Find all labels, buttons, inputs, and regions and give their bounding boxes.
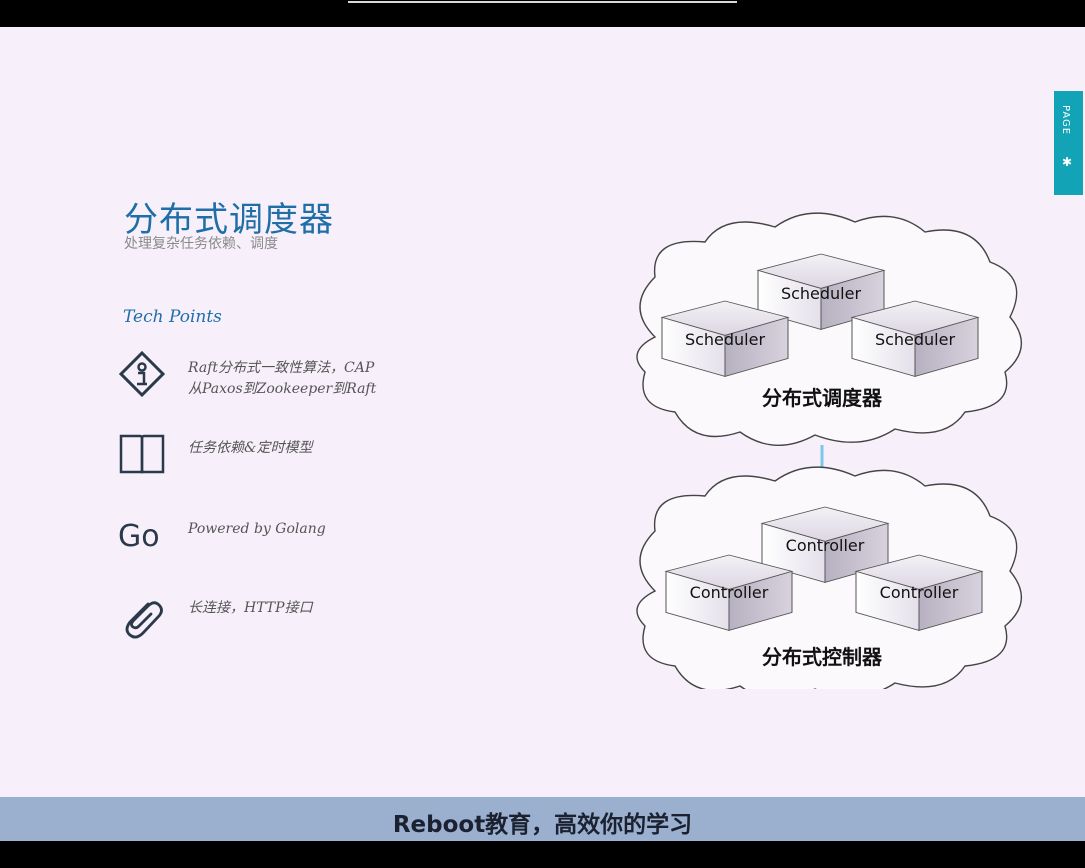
tech-points-heading: Tech Points xyxy=(123,307,222,327)
slide-subtitle: 处理复杂任务依赖、调度 xyxy=(124,236,278,252)
controller-box-label: Controller xyxy=(786,536,865,555)
feature-text-line1: Raft分布式一致性算法，CAP xyxy=(188,360,375,376)
page-tab[interactable]: PAGE ✱ xyxy=(1054,91,1083,195)
scheduler-box-label: Scheduler xyxy=(875,330,956,349)
controller-box-label: Controller xyxy=(880,583,959,602)
progress-line xyxy=(348,1,737,3)
caption-bar: Reboot教育，高效你的学习 xyxy=(0,797,1085,841)
go-logo: Go xyxy=(118,519,160,554)
scheduler-box-label: Scheduler xyxy=(685,330,766,349)
pin-icon: ✱ xyxy=(1062,155,1073,169)
feature-text-line1: Powered by Golang xyxy=(188,521,326,537)
scheduler-cloud-label: 分布式调度器 xyxy=(762,386,883,410)
paperclip-icon xyxy=(125,601,163,639)
controller-cloud-label: 分布式控制器 xyxy=(762,645,883,669)
feature-text-line1: 长连接，HTTP接口 xyxy=(188,600,313,616)
book-icon xyxy=(119,434,165,474)
info-diamond-icon xyxy=(118,350,166,398)
caption-text: Reboot教育，高效你的学习 xyxy=(392,812,693,838)
slide: PAGE ✱ 分布式调度器 处理复杂任务依赖、调度 Tech Points Ra… xyxy=(0,27,1085,797)
top-letterbox xyxy=(0,0,1085,27)
feature-text-line2: 从Paxos到Zookeeper到Raft xyxy=(188,381,377,397)
scheduler-box-label: Scheduler xyxy=(781,284,862,303)
feature-text-line1: 任务依赖&定时模型 xyxy=(188,440,313,456)
slide-title: 分布式调度器 xyxy=(124,200,334,240)
page-tab-label: PAGE xyxy=(1060,105,1071,136)
bottom-letterbox xyxy=(0,841,1085,868)
architecture-diagram: Scheduler Scheduler Scheduler 分布式调度器 Con… xyxy=(636,212,1023,689)
controller-box-label: Controller xyxy=(690,583,769,602)
